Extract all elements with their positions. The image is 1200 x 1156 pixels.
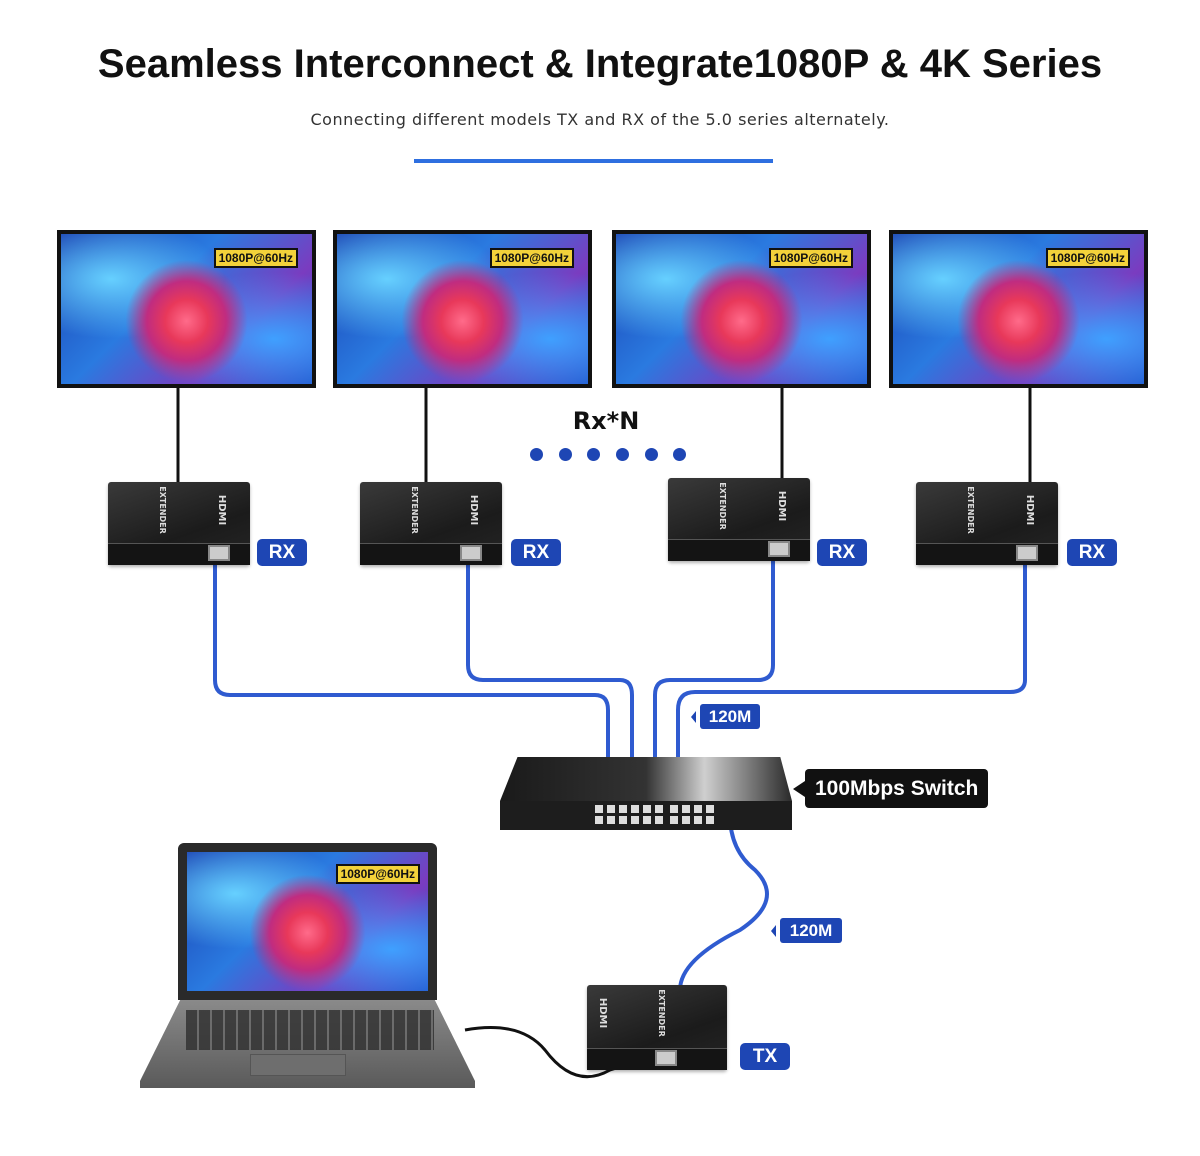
network-switch bbox=[500, 757, 792, 830]
ellipsis-dot bbox=[673, 448, 686, 461]
rx-receiver-2: HDMI EXTENDER bbox=[360, 482, 502, 565]
laptop-screen: 1080P@60Hz bbox=[178, 843, 437, 1000]
switch-label: 100Mbps Switch bbox=[792, 769, 989, 808]
cable-length-label-top: 120M bbox=[691, 704, 760, 729]
ellipsis-dot bbox=[587, 448, 600, 461]
laptop-keyboard bbox=[186, 1010, 434, 1050]
monitor-1: 1080P@60Hz bbox=[57, 230, 316, 388]
rx-label: RX bbox=[1067, 539, 1117, 566]
cable-rx4 bbox=[676, 558, 1027, 759]
rj45-port bbox=[460, 545, 482, 561]
rx-receiver-4: HDMI EXTENDER bbox=[916, 482, 1058, 565]
ellipsis-dot bbox=[559, 448, 572, 461]
hdmi-logo: HDMI bbox=[468, 494, 480, 526]
ellipsis-dot bbox=[616, 448, 629, 461]
cable-rx1 bbox=[213, 558, 610, 759]
cable-tx bbox=[678, 813, 769, 992]
ellipsis-dot bbox=[645, 448, 658, 461]
hdmi-logo: HDMI bbox=[597, 997, 609, 1029]
laptop-touchpad bbox=[250, 1054, 346, 1076]
rj45-port bbox=[768, 541, 790, 557]
cable-rx2 bbox=[466, 558, 634, 759]
rx-receiver-3: HDMI EXTENDER bbox=[668, 478, 810, 561]
extender-logo: EXTENDER bbox=[717, 482, 727, 530]
extender-logo: EXTENDER bbox=[157, 486, 167, 534]
tx-transmitter: HDMI EXTENDER bbox=[587, 985, 727, 1070]
rj45-port bbox=[1016, 545, 1038, 561]
extender-logo: EXTENDER bbox=[965, 486, 975, 534]
rx-label: RX bbox=[511, 539, 561, 566]
resolution-badge: 1080P@60Hz bbox=[768, 248, 853, 268]
tx-label: TX bbox=[740, 1043, 790, 1070]
page-title: Seamless Interconnect & Integrate1080P &… bbox=[97, 42, 1103, 86]
hdmi-logo: HDMI bbox=[776, 490, 788, 522]
rx-label: RX bbox=[817, 539, 867, 566]
rx-label: RX bbox=[257, 539, 307, 566]
rx-receiver-1: HDMI EXTENDER bbox=[108, 482, 250, 565]
resolution-badge: 1080P@60Hz bbox=[1045, 248, 1130, 268]
hdmi-port bbox=[655, 1050, 677, 1066]
resolution-badge: 1080P@60Hz bbox=[213, 248, 298, 268]
cable-length-label-bottom: 120M bbox=[771, 918, 842, 943]
title-underline bbox=[414, 159, 773, 163]
monitor-2: 1080P@60Hz bbox=[333, 230, 592, 388]
ellipsis-dot bbox=[530, 448, 543, 461]
resolution-badge: 1080P@60Hz bbox=[335, 864, 420, 884]
cable-rx3 bbox=[653, 558, 775, 759]
rj45-port bbox=[208, 545, 230, 561]
page-subtitle: Connecting different models TX and RX of… bbox=[310, 110, 890, 129]
hdmi-logo: HDMI bbox=[216, 494, 228, 526]
monitor-4: 1080P@60Hz bbox=[889, 230, 1148, 388]
hdmi-logo: HDMI bbox=[1024, 494, 1036, 526]
extender-logo: EXTENDER bbox=[656, 989, 666, 1037]
monitor-3: 1080P@60Hz bbox=[612, 230, 871, 388]
resolution-badge: 1080P@60Hz bbox=[489, 248, 574, 268]
extender-logo: EXTENDER bbox=[409, 486, 419, 534]
rx-count-label: Rx*N bbox=[572, 407, 640, 435]
